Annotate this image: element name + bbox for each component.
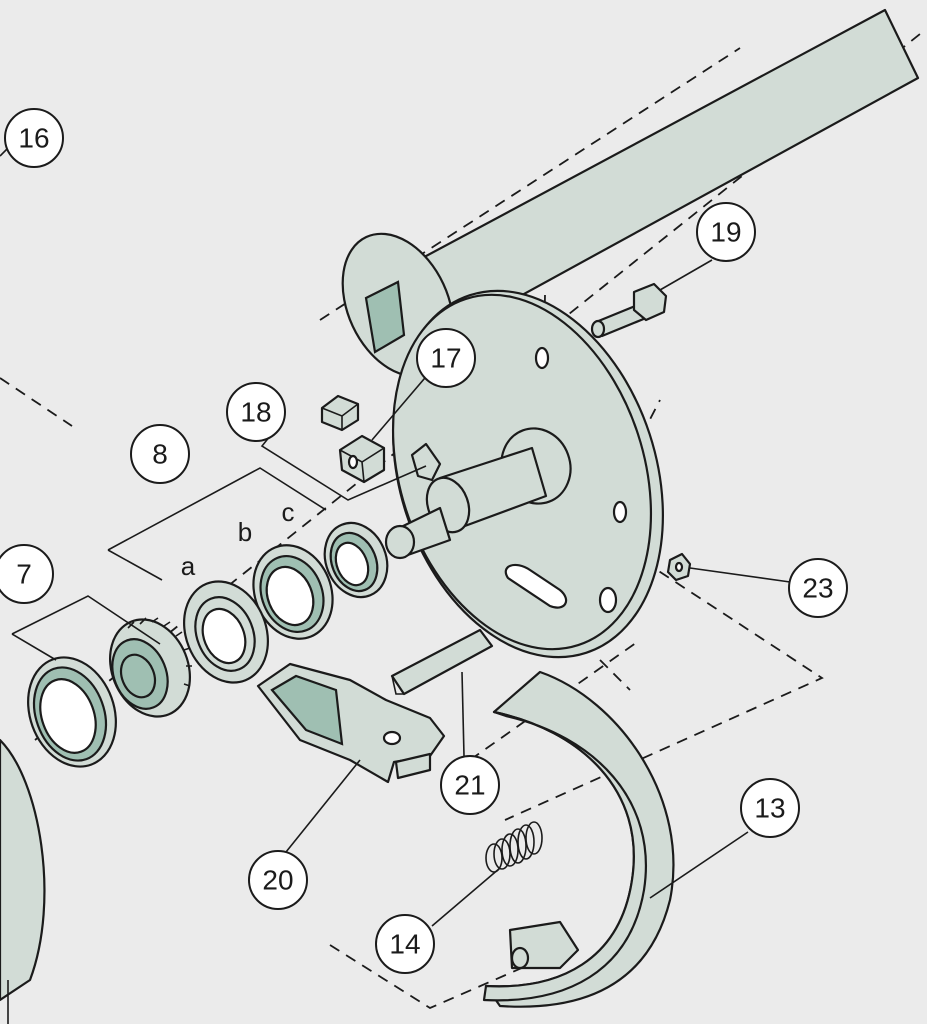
- callout-21: 21: [440, 755, 500, 815]
- brake-lever: [256, 662, 446, 784]
- leader-lines: [0, 147, 791, 927]
- callout-14-label: 14: [389, 929, 420, 960]
- callout-17: 17: [416, 328, 476, 388]
- sublabel-c: c: [282, 497, 295, 527]
- callout-13-label: 13: [754, 793, 785, 824]
- stub-axle: [384, 427, 572, 560]
- sublabel-b: b: [238, 517, 252, 547]
- callout-7: 7: [0, 544, 54, 604]
- callout-19: 19: [696, 202, 756, 262]
- brake-shoe: [482, 670, 675, 1008]
- callout-20: 20: [248, 850, 308, 910]
- callout-18: 18: [226, 382, 286, 442]
- ring-c: [323, 521, 389, 599]
- ring-b: [252, 544, 334, 640]
- callout-23: 23: [788, 558, 848, 618]
- callout-8-label: 8: [152, 439, 168, 470]
- hub-edge: [0, 738, 46, 1024]
- callout-18-label: 18: [240, 397, 271, 428]
- bearing-cup: [27, 656, 117, 768]
- nut-18: [320, 394, 360, 432]
- nut-17: [338, 434, 386, 484]
- callout-16: 16: [4, 108, 64, 168]
- key-shim: [390, 628, 494, 696]
- callout-19-label: 19: [710, 217, 741, 248]
- axle-beam: [341, 8, 920, 378]
- spring: [485, 821, 543, 873]
- callout-20-label: 20: [262, 865, 293, 896]
- callout-16-label: 16: [18, 123, 49, 154]
- bolt: [590, 282, 668, 339]
- taper-bearing: [108, 617, 192, 718]
- sublabel-a: a: [181, 551, 196, 581]
- callout-13: 13: [740, 778, 800, 838]
- hex-nut-23: [666, 552, 692, 582]
- callout-17-label: 17: [430, 343, 461, 374]
- callout-14: 14: [375, 914, 435, 974]
- callout-7-label: 7: [16, 559, 32, 590]
- callout-21-label: 21: [454, 770, 485, 801]
- ring-a: [183, 580, 269, 684]
- callout-8: 8: [130, 424, 190, 484]
- callout-23-label: 23: [802, 573, 833, 604]
